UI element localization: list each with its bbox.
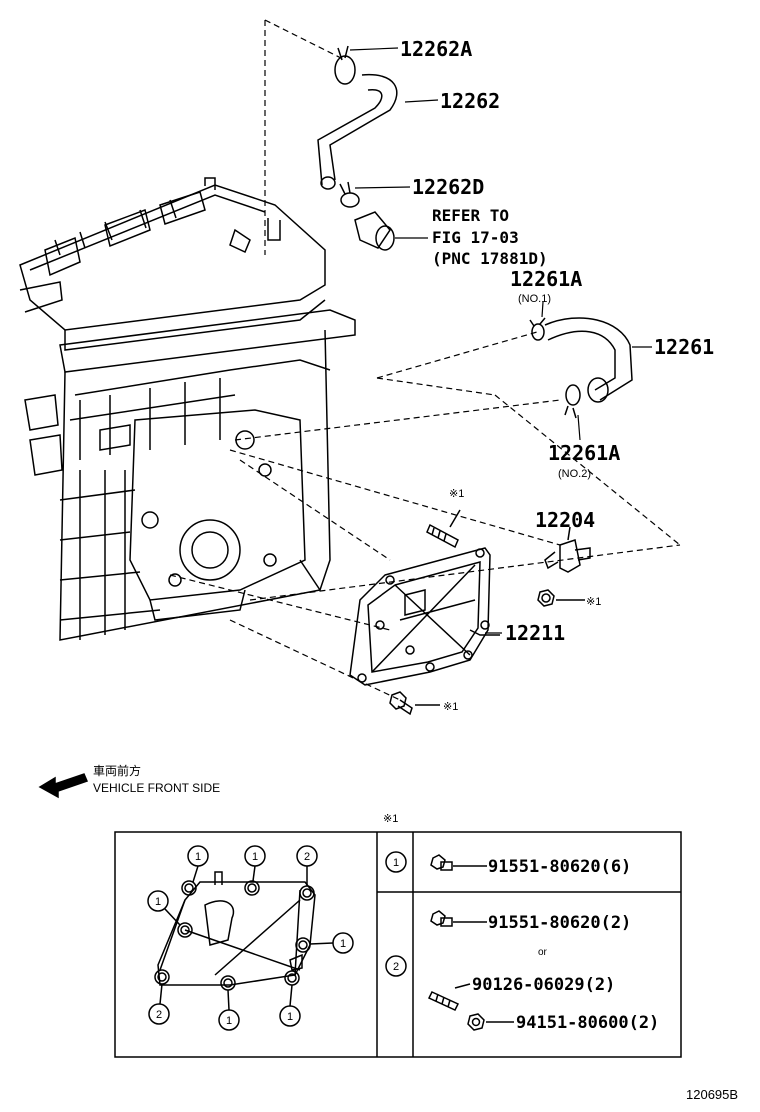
plate-circle-7: 1 — [226, 1015, 232, 1027]
table-mark: ※1 — [383, 813, 398, 825]
dashed-guide-lines — [169, 19, 681, 701]
plate-circle-5: 1 — [340, 938, 346, 950]
callout-12261A-top: 12261A — [510, 267, 582, 291]
figure-code: 120695B — [686, 1087, 738, 1102]
sensor-12204-drawing — [544, 526, 591, 573]
legend-english: VEHICLE FRONT SIDE — [93, 781, 220, 795]
callout-12211: 12211 — [505, 621, 565, 645]
mark-nut: ※1 — [586, 596, 601, 608]
bolt-table — [114, 831, 682, 1058]
row2-part-b: 90126-06029(2) — [472, 975, 615, 995]
callout-no2: (NO.2) — [558, 468, 591, 480]
plate-circle-6: 2 — [156, 1009, 162, 1021]
hose-12262-drawing — [317, 45, 398, 251]
row2-part-c: 94151-80600(2) — [516, 1013, 659, 1033]
row1-part: 91551-80620(6) — [488, 857, 631, 877]
callout-12262A: 12262A — [400, 37, 472, 61]
plate-circle-3: 2 — [304, 851, 310, 863]
row2-circle: 2 — [393, 961, 399, 973]
callout-12204: 12204 — [535, 508, 595, 532]
callout-no1: (NO.1) — [518, 293, 551, 305]
legend-japanese: 車両前方 — [93, 763, 141, 778]
nut-drawing — [537, 589, 585, 607]
refer-line-1: REFER TO — [432, 206, 509, 225]
row2-or: or — [538, 947, 548, 958]
hose-12261-drawing — [529, 317, 633, 419]
plate-circle-2: 1 — [252, 851, 258, 863]
mark-stud: ※1 — [449, 488, 464, 500]
stud-drawing — [426, 509, 461, 549]
row1-circle: 1 — [393, 857, 399, 869]
front-arrow — [38, 773, 89, 799]
engine-block-drawing — [19, 177, 356, 641]
callout-12261: 12261 — [654, 335, 714, 359]
row2-part-a: 91551-80620(2) — [488, 913, 631, 933]
plate-circle-8: 1 — [287, 1011, 293, 1023]
callout-12261A-bottom: 12261A — [548, 441, 620, 465]
refer-line-2: FIG 17-03 — [432, 228, 519, 247]
callout-12262: 12262 — [440, 89, 500, 113]
plate-circle-1: 1 — [195, 851, 201, 863]
plate-12211-drawing — [349, 547, 500, 686]
refer-line-3: (PNC 17881D) — [432, 249, 548, 268]
leader-lines — [349, 47, 652, 634]
bolt-drawing — [389, 691, 440, 716]
plate-circle-4: 1 — [155, 896, 161, 908]
mark-bolt: ※1 — [443, 701, 458, 713]
callout-12262D: 12262D — [412, 175, 484, 199]
